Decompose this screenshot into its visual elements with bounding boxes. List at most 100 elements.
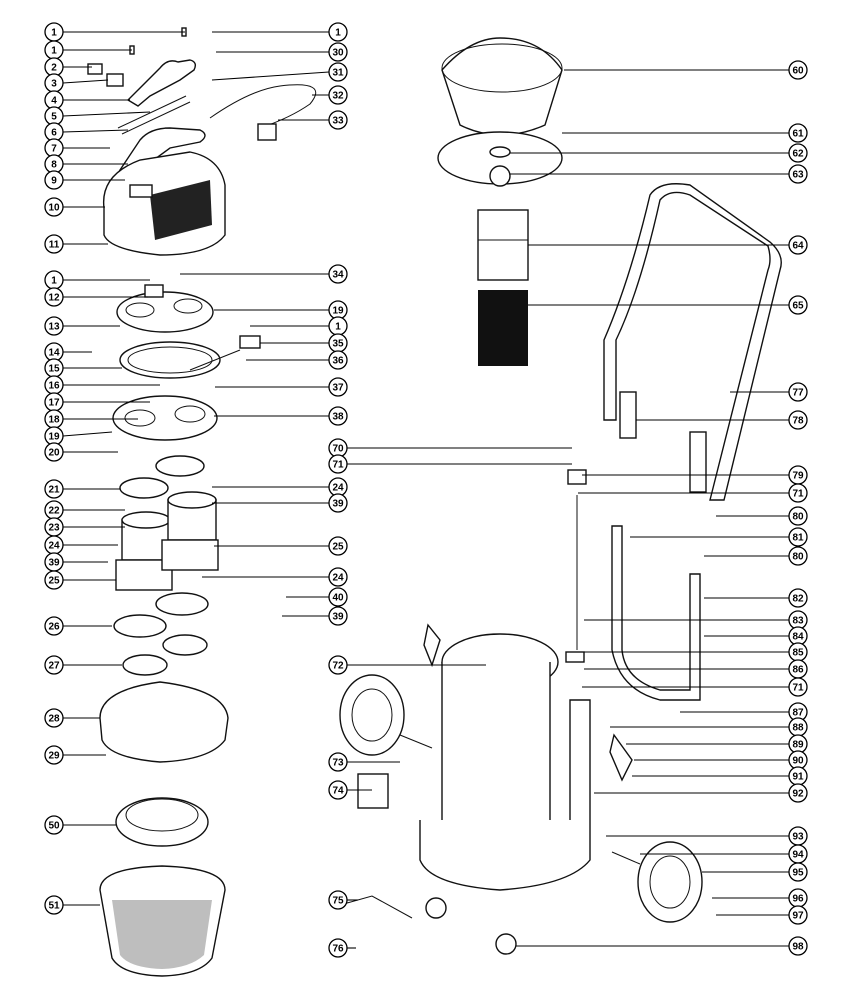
callout-number-right: 65 [792,301,804,312]
callout-bubble [44,442,64,462]
callout-bubble [328,110,348,130]
callout-number-mid: 73 [332,758,344,769]
callout-leader-line [62,431,113,437]
callout-number-left: 39 [48,558,60,569]
callout-bubble [328,890,348,910]
callout-number-left: 14 [48,348,60,359]
seal-ring [113,614,167,638]
callout-bubble [328,22,348,42]
clamp-part [689,431,707,493]
callout-layer: 1123456789101111213141516171819202122232… [44,22,808,958]
seal-ring [155,592,209,616]
callout-bubble [328,655,348,675]
callout-bubble [788,527,808,547]
callout-bubble [328,406,348,426]
callout-number-left: 28 [48,714,60,725]
power-cord-part [209,84,317,129]
callout-bubble [788,506,808,526]
plate-hole [125,302,155,318]
callout-bubble [788,677,808,697]
callout-number-left: 22 [48,506,60,517]
callout-number-left: 19 [48,432,60,443]
callout-number-left: 18 [48,415,60,426]
callout-number-left: 24 [48,541,60,552]
callout-leader-line [211,71,330,81]
handle-part [126,59,197,107]
callout-bubble [328,587,348,607]
callout-bubble [788,295,808,315]
callout-number-left: 13 [48,322,60,333]
callout-number-left: 6 [51,128,57,139]
callout-number-left: 2 [51,63,57,74]
callout-number-right: 79 [792,471,804,482]
spring-gasket [162,634,208,656]
callout-number-left: 51 [48,901,60,912]
gasket-inner [127,346,213,374]
callout-bubble [328,62,348,82]
callout-number-right: 98 [792,942,804,953]
callout-number-mid: 72 [332,661,344,672]
callout-leader-line [62,111,151,117]
callout-bubble [788,164,808,184]
callout-number-right: 71 [792,489,804,500]
callout-number-right: 90 [792,756,804,767]
callout-number-right: 60 [792,66,804,77]
base-plate-part [112,395,218,441]
gasket-part [119,341,221,379]
callout-number-right: 92 [792,789,804,800]
callout-number-left: 26 [48,622,60,633]
base-housing-part [99,681,229,763]
callout-number-mid: 39 [332,612,344,623]
callout-bubble [788,905,808,925]
clamp-part [619,391,637,439]
callout-number-right: 97 [792,911,804,922]
callout-number-left: 1 [51,276,57,287]
filter-cartridge-part [478,290,528,366]
callout-number-left: 17 [48,398,60,409]
motor-top [167,491,217,509]
callout-number-left: 11 [49,240,60,251]
callout-number-right: 87 [792,708,804,719]
callout-bubble [44,316,64,336]
callout-bubble [328,752,348,772]
callout-number-mid: 71 [332,460,344,471]
caster-part [425,897,447,919]
callout-number-right: 94 [792,850,804,861]
callout-number-mid: 33 [332,116,344,127]
callout-bubble [328,493,348,513]
wire-harness [189,349,241,371]
bowl-rim [441,43,563,93]
callout-number-left: 15 [48,364,60,375]
callout-number-right: 96 [792,894,804,905]
callout-number-mid: 30 [332,48,344,59]
callout-number-right: 85 [792,648,804,659]
callout-number-left: 23 [48,523,60,534]
callout-bubble [788,546,808,566]
callout-bubble [328,567,348,587]
callout-number-right: 83 [792,616,804,627]
callout-number-right: 86 [792,665,804,676]
wheel-part [339,674,405,756]
callout-number-right: 95 [792,868,804,879]
clip-part [106,73,124,87]
callout-bubble [44,170,64,190]
switch-part [87,63,103,75]
callout-number-mid: 38 [332,412,344,423]
callout-number-left: 1 [51,46,57,57]
callout-bubble [44,616,64,636]
plate-hole [174,405,206,423]
callout-number-right: 93 [792,832,804,843]
callout-number-mid: 34 [332,270,344,281]
callout-number-mid: 24 [332,573,344,584]
callout-number-mid: 37 [332,383,344,394]
callout-number-mid: 35 [332,339,344,350]
right-parts [423,37,782,923]
callout-bubble [788,862,808,882]
caster-part [495,933,517,955]
callout-bubble [44,570,64,590]
lower-frame-part [611,525,701,701]
callout-bubble [328,938,348,958]
switch-part [239,335,261,349]
callout-bubble [788,60,808,80]
